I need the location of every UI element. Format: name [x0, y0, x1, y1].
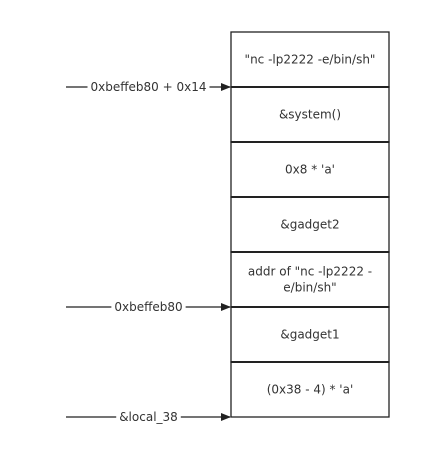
stack-cell-label: e/bin/sh"	[283, 281, 336, 295]
pointer-arrow: 0xbeffeb80 + 0x14	[66, 80, 231, 94]
pointer-label: 0xbeffeb80	[114, 300, 182, 314]
stack-cell: &gadget1	[230, 306, 390, 363]
stack-cell: &gadget2	[230, 196, 390, 253]
stack-cell-label: &gadget2	[280, 218, 339, 232]
stack-cell: &system()	[230, 86, 390, 143]
stack-cell-label: &system()	[279, 108, 341, 122]
stack-cells: "nc -lp2222 -e/bin/sh" &system() 0x8 * 'a'…	[230, 31, 390, 418]
pointer-arrow: &local_38	[66, 410, 231, 424]
stack-cell: "nc -lp2222 -e/bin/sh"	[230, 31, 390, 88]
stack-cell: addr of "nc -lp2222 - e/bin/sh"	[230, 251, 390, 308]
stack-cell-box	[230, 86, 390, 143]
stack-cell-box	[230, 251, 390, 308]
stack-cell-box	[230, 361, 390, 418]
pointer-label: 0xbeffeb80 + 0x14	[91, 80, 207, 94]
stack-pointers: 0xbeffeb80 + 0x14 0xbeffeb80&local_38	[66, 80, 231, 424]
pointer-arrow: 0xbeffeb80	[66, 300, 231, 314]
stack-cell-label: (0x38 - 4) * 'a'	[267, 383, 354, 397]
stack-cell: (0x38 - 4) * 'a'	[230, 361, 390, 418]
stack-cell-box	[230, 31, 390, 88]
stack-cell-label: "nc -lp2222 -e/bin/sh"	[245, 53, 376, 67]
stack-cell-label: 0x8 * 'a'	[285, 163, 335, 177]
stack-cell: 0x8 * 'a'	[230, 141, 390, 198]
stack-cell-label: addr of "nc -lp2222 -	[248, 265, 372, 279]
pointer-label: &local_38	[119, 410, 178, 424]
stack-cell-box	[230, 196, 390, 253]
stack-cell-label: &gadget1	[280, 328, 339, 342]
